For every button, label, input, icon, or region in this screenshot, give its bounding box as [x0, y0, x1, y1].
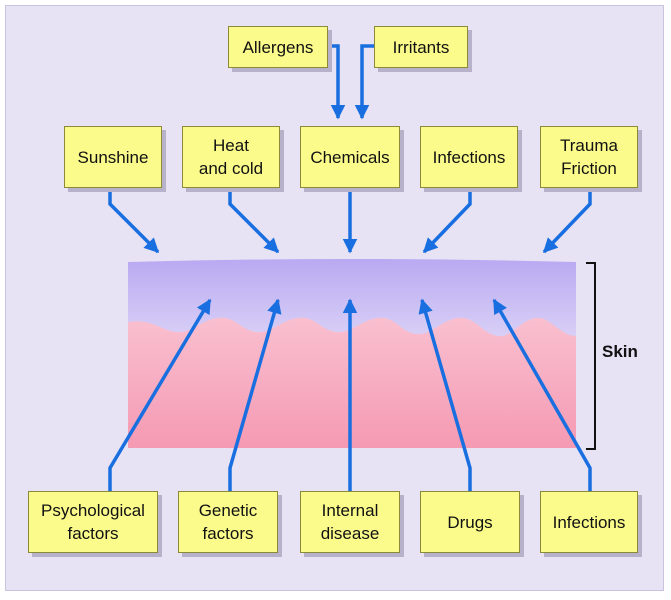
psychological-factors-box: Psychological factors — [28, 491, 158, 553]
irritants-box: Irritants — [374, 26, 468, 68]
heat-and-cold-label-line-2: and cold — [198, 159, 264, 178]
arrow-psychological-factors — [108, 298, 212, 492]
skin-epidermis — [128, 259, 576, 337]
allergens-label: Allergens — [242, 37, 314, 57]
heat-and-cold-label-line-1: Heat — [213, 136, 249, 155]
arrow-genetic-factors — [228, 298, 282, 492]
internal-disease-box: Internal disease — [300, 491, 400, 553]
drugs-box: Drugs — [420, 491, 520, 553]
skin-bracket — [586, 262, 596, 450]
infections-internal-label: Infections — [552, 512, 626, 532]
genetic-factors-box: Genetic factors — [178, 491, 278, 553]
infections-external-label: Infections — [432, 147, 506, 167]
arrow-infections-external — [422, 188, 472, 254]
trauma-friction-label-line-2: Friction — [561, 159, 617, 178]
psychological-factors-label-line-1: Psychological — [41, 501, 145, 520]
psychological-factors-label-line-2: factors — [67, 524, 119, 543]
chemicals-box: Chemicals — [300, 126, 400, 188]
arrow-infections-internal — [492, 298, 592, 492]
irritants-label: Irritants — [392, 37, 450, 57]
arrow-sunshine — [108, 188, 160, 254]
genetic-factors-label-line-2: factors — [202, 524, 254, 543]
chemicals-label: Chemicals — [310, 147, 390, 167]
internal-disease-label-line-1: Internal — [321, 501, 379, 520]
arrow-heat-and-cold — [228, 188, 280, 254]
trauma-friction-label-line-1: Trauma — [560, 136, 618, 155]
arrow-irritants-to-chemicals — [354, 44, 374, 120]
skin-label: Skin — [602, 342, 638, 361]
drugs-label: Drugs — [447, 512, 493, 532]
arrow-trauma-friction — [542, 188, 592, 254]
arrow-drugs — [418, 298, 472, 492]
arrow-allergens-to-chemicals — [324, 44, 346, 120]
sunshine-label: Sunshine — [77, 147, 149, 167]
internal-disease-label-line-2: disease — [320, 524, 380, 543]
sunshine-box: Sunshine — [64, 126, 162, 188]
infections-internal-box: Infections — [540, 491, 638, 553]
heat-and-cold-box: Heat and cold — [182, 126, 280, 188]
trauma-friction-box: Trauma Friction — [540, 126, 638, 188]
genetic-factors-label-line-1: Genetic — [198, 501, 258, 520]
skin-block — [128, 259, 576, 448]
infections-external-box: Infections — [420, 126, 518, 188]
allergens-box: Allergens — [228, 26, 328, 68]
